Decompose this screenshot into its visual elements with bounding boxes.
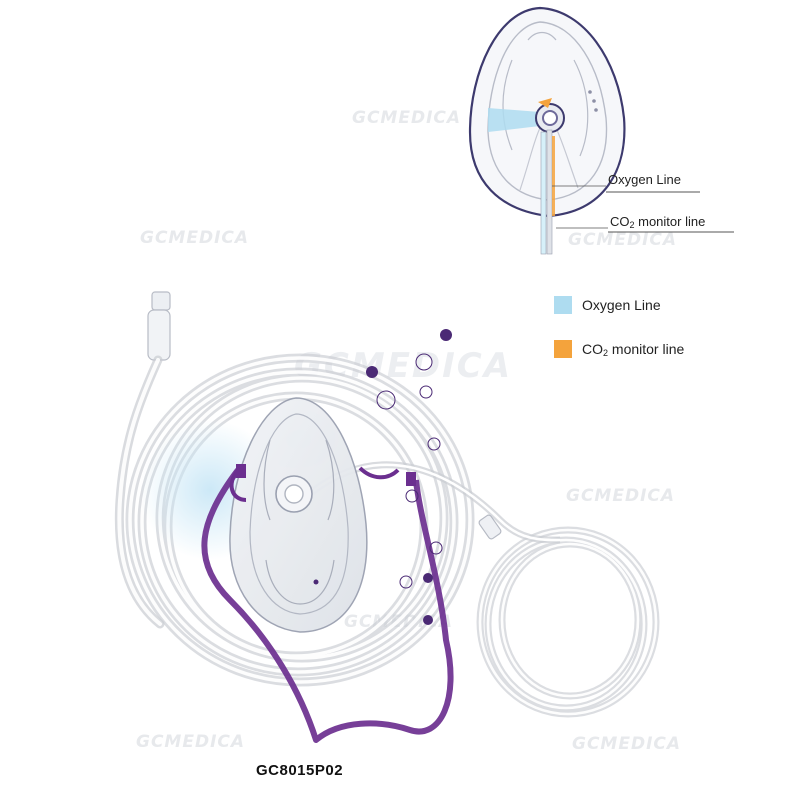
legend-co2-prefix: CO <box>582 340 603 357</box>
product-photo <box>114 291 660 743</box>
product-model: GC8015P02 <box>256 762 344 779</box>
oxygen-swatch <box>554 296 572 314</box>
co2-subscript: 2 <box>629 220 635 230</box>
watermark: GCMEDICA <box>568 230 678 250</box>
legend-co2-suffix: monitor line <box>608 340 685 357</box>
legend-co2-label: CO2 monitor line <box>582 341 684 358</box>
co2-suffix: monitor line <box>634 214 706 229</box>
watermark: GCMEDICA <box>572 734 682 754</box>
mask-diagram <box>468 6 734 255</box>
legend-oxygen-label: Oxygen Line <box>582 297 661 313</box>
legend-co2-subscript: 2 <box>603 347 609 358</box>
legend-co2: CO2 monitor line <box>554 340 684 358</box>
co2-prefix: CO <box>610 214 630 229</box>
co2-line-callout: CO2 monitor line <box>610 214 705 230</box>
watermark: GCMEDICA <box>140 228 250 248</box>
watermark: GCMEDICA <box>352 108 462 128</box>
oxygen-line-callout: Oxygen Line <box>608 172 681 187</box>
legend-oxygen: Oxygen Line <box>554 296 661 314</box>
watermark: GCMEDICA <box>566 486 676 506</box>
watermark: GCMEDICA <box>136 732 246 752</box>
co2-swatch <box>554 340 572 358</box>
